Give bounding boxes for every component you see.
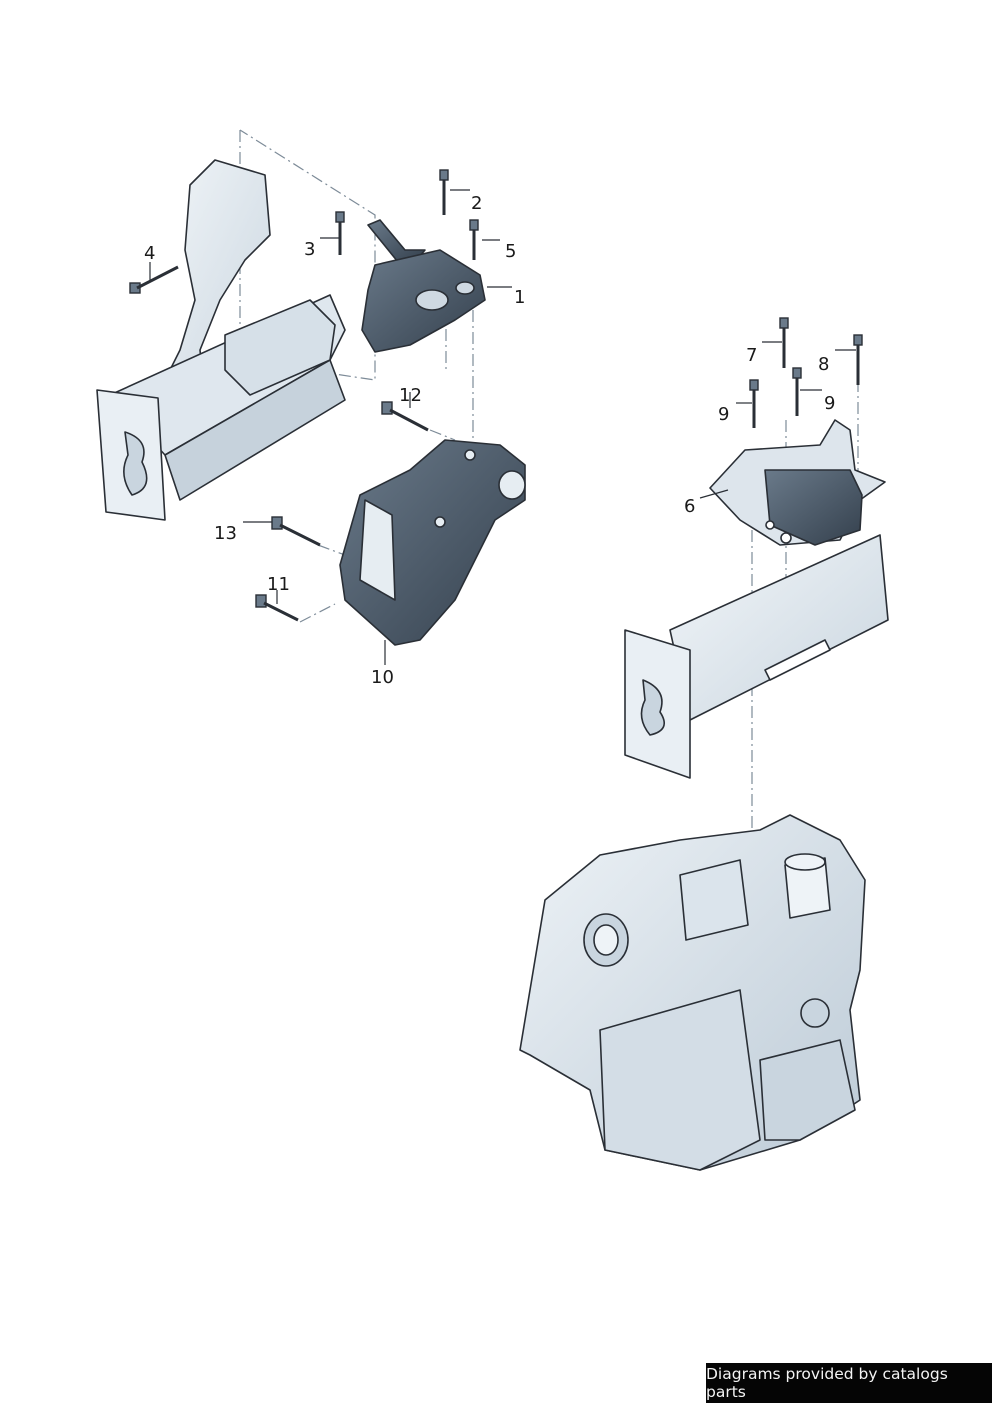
callout-13: 13	[214, 523, 237, 544]
leader-lines	[149, 189, 856, 665]
bolt-4	[129, 265, 179, 294]
bolt-12	[381, 401, 429, 432]
callout-12: 12	[399, 385, 422, 406]
bolt-9a	[749, 379, 759, 428]
left-frame-rail	[96, 159, 346, 521]
callout-7: 7	[746, 345, 758, 366]
bolt-13	[271, 516, 321, 547]
callout-11: 11	[267, 574, 290, 595]
bracket-left	[339, 439, 526, 646]
bolt-3	[335, 211, 345, 255]
gearbox	[519, 814, 866, 1171]
callout-4: 4	[144, 243, 156, 264]
callout-3: 3	[304, 239, 316, 260]
bolt-11	[255, 594, 299, 622]
callout-9-left: 9	[718, 404, 730, 425]
gearbox-mount-right	[709, 419, 886, 546]
bolt-8	[853, 334, 863, 385]
bolt-2	[439, 169, 449, 215]
bolt-7	[779, 317, 789, 368]
bolt-9b	[792, 367, 802, 416]
bolt-5	[469, 219, 479, 260]
callout-10: 10	[371, 667, 394, 688]
callout-8: 8	[818, 354, 830, 375]
callout-1: 1	[514, 287, 526, 308]
engine-mount-left	[361, 219, 486, 353]
right-frame-rail	[624, 534, 889, 779]
callout-2: 2	[471, 193, 483, 214]
credit-banner: Diagrams provided by catalogs parts	[706, 1363, 992, 1403]
callout-5: 5	[505, 241, 517, 262]
callout-6: 6	[684, 496, 696, 517]
callout-9-right: 9	[824, 393, 836, 414]
